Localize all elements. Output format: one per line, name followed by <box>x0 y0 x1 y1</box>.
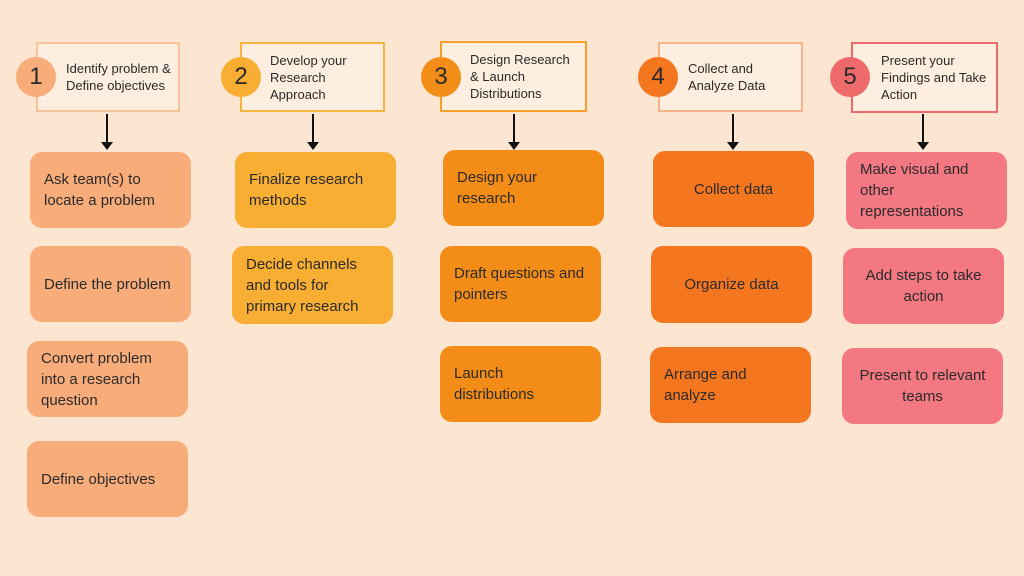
step-1-arrow <box>101 114 113 150</box>
step-3-arrow <box>508 114 520 150</box>
step-4-item-1: Collect data <box>653 151 814 227</box>
step-5-item-2: Add steps to take action <box>843 248 1004 324</box>
step-1-number-badge: 1 <box>16 57 56 97</box>
step-3-number-badge: 3 <box>421 57 461 97</box>
step-1-item-4: Define objectives <box>27 441 188 517</box>
step-5-item-3: Present to relevant teams <box>842 348 1003 424</box>
step-4-number-badge: 4 <box>638 57 678 97</box>
step-5-item-1: Make visual and other representations <box>846 152 1007 229</box>
step-2-item-1: Finalize research methods <box>235 152 396 228</box>
step-5-title: Present your Findings and Take Action <box>881 53 987 102</box>
step-1-item-3: Convert problem into a research question <box>27 341 188 417</box>
step-2-title: Develop your Research Approach <box>270 52 347 102</box>
step-3-header: Design Research & Launch Distributions <box>440 41 587 112</box>
step-1-item-2: Define the problem <box>30 246 191 322</box>
step-3-item-2: Draft questions and pointers <box>440 246 601 322</box>
step-5-arrow <box>917 114 929 150</box>
step-2-number-badge: 2 <box>221 57 261 97</box>
step-4-title: Collect and Analyze Data <box>688 61 766 93</box>
step-4-header: Collect and Analyze Data <box>658 42 803 112</box>
step-5-header: Present your Findings and Take Action <box>851 42 998 113</box>
step-4-item-3: Arrange and analyze <box>650 347 811 423</box>
step-3-item-1: Design your research <box>443 150 604 226</box>
step-1-item-1: Ask team(s) to locate a problem <box>30 152 191 228</box>
step-4-item-2: Organize data <box>651 246 812 323</box>
step-1-header: Identify problem & Define objectives <box>36 42 180 112</box>
step-4-arrow <box>727 114 739 150</box>
step-2-arrow <box>307 114 319 150</box>
step-3-item-3: Launch distributions <box>440 346 601 422</box>
step-2-header: Develop your Research Approach <box>240 42 385 112</box>
step-1-title: Identify problem & Define objectives <box>66 61 171 93</box>
step-2-item-2: Decide channels and tools for primary re… <box>232 246 393 324</box>
step-3-title: Design Research & Launch Distributions <box>470 52 570 101</box>
step-5-number-badge: 5 <box>830 57 870 97</box>
